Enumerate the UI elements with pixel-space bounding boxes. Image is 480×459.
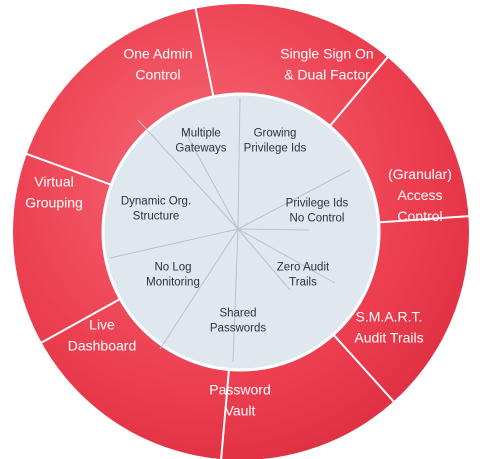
outer-divider [220, 369, 230, 459]
inner-divider [237, 228, 336, 284]
inner-divider [237, 228, 291, 291]
inner-divider [159, 228, 239, 350]
inner-circle [101, 92, 381, 372]
outer-divider [328, 55, 390, 127]
inner-divider [237, 97, 241, 230]
outer-divider [332, 333, 396, 404]
inner-divider [237, 169, 351, 230]
inner-divider [182, 127, 239, 230]
outer-segment-label: S.M.A.R.T.Audit Trails [354, 309, 423, 346]
outer-divider [378, 214, 471, 224]
inner-divider [237, 228, 310, 231]
outer-divider [24, 152, 112, 186]
inner-divider [109, 228, 239, 259]
inner-divider [232, 228, 239, 363]
outer-divider [39, 298, 121, 345]
inner-divider [137, 119, 239, 230]
outer-divider [194, 6, 215, 97]
inner-segment-label: Dynamic Org.Structure [121, 196, 191, 223]
outer-segment-label: Single Sign On& Dual Factor [280, 46, 373, 83]
